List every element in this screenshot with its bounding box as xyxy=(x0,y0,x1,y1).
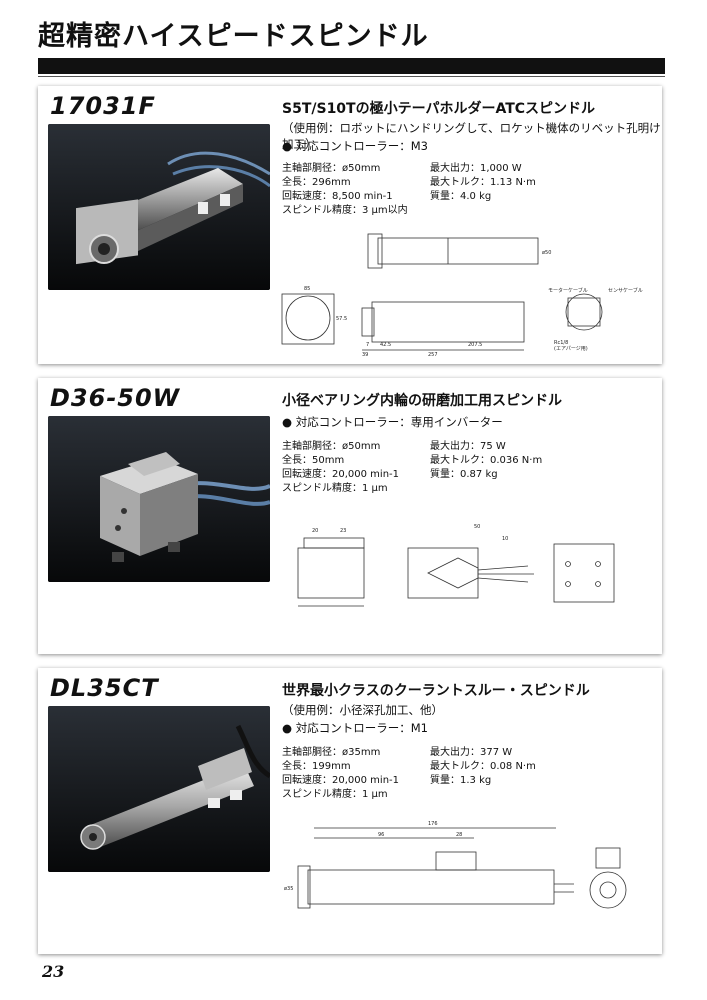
dim-label: ø35 xyxy=(284,886,293,892)
spec-item: 回転速度：8,500 min-1 xyxy=(282,191,393,202)
spec-list-right: 最大出力：1,000 W 最大トルク：1.13 N·m 質量：4.0 kg xyxy=(430,162,536,204)
spec-item: 全長：199mm xyxy=(282,761,351,772)
spec-item: 最大出力：377 W xyxy=(430,747,513,758)
product-photo xyxy=(48,124,270,290)
dim-label: センサケーブル xyxy=(608,287,643,294)
dim-label: 23 xyxy=(340,528,346,534)
dim-label: 28 xyxy=(456,832,462,838)
spec-item: 最大トルク：0.08 N·m xyxy=(430,761,536,772)
spec-item: 質量：1.3 kg xyxy=(430,775,492,786)
dimension-drawing: 85 57.5 ø50 7 42.5 207.5 39 257 モーターケーブル… xyxy=(281,233,643,358)
dim-label: 57.5 xyxy=(336,316,347,322)
spec-item: 主軸部胴径：ø35mm xyxy=(282,747,381,758)
model-number: D36-50W xyxy=(50,384,181,412)
title-bar-line xyxy=(38,76,665,77)
usage-example: （使用例：ロボットにハンドリングして、ロケット機体のリベット孔明け加工） xyxy=(282,121,661,151)
product-headline: S5T/S10Tの極小テーパホルダーATCスピンドル xyxy=(282,101,596,117)
spec-item: 回転速度：20,000 min-1 xyxy=(282,469,399,480)
spec-list-right: 最大出力：377 W 最大トルク：0.08 N·m 質量：1.3 kg xyxy=(430,746,536,788)
spec-item: 最大トルク：0.036 N·m xyxy=(430,455,543,466)
spec-item: 主軸部胴径：ø50mm xyxy=(282,441,381,452)
usage-example: （使用例：小径深孔加工、他） xyxy=(282,703,443,717)
product-card-dl35ct: DL35CT 世界最小クラスのクーラントスルー・スピンドル （使用例：小径深孔加… xyxy=(38,668,662,954)
title-bar xyxy=(38,58,665,74)
controller-compatibility: ● 対応コントローラー：M3 xyxy=(282,139,428,153)
spec-item: 最大出力：1,000 W xyxy=(430,163,522,174)
dim-label: 42.5 xyxy=(380,342,391,348)
spec-item: スピンドル精度：1 μm xyxy=(282,789,388,800)
dimension-drawing: 176 96 28 ø35 xyxy=(284,821,627,909)
dim-label: 85 xyxy=(304,286,310,292)
model-number: DL35CT xyxy=(50,674,159,702)
product-card-d36-50w: D36-50W 小径ベアリング内輪の研磨加工用スピンドル ● 対応コントローラー… xyxy=(38,378,662,654)
product-photo xyxy=(48,416,270,582)
dim-label: 176 xyxy=(428,821,438,827)
spec-item: 質量：0.87 kg xyxy=(430,469,498,480)
spec-item: 回転速度：20,000 min-1 xyxy=(282,775,399,786)
spec-item: 質量：4.0 kg xyxy=(430,191,492,202)
product-photo xyxy=(48,706,270,872)
page-title: 超精密ハイスピードスピンドル xyxy=(38,21,429,52)
page-number: 23 xyxy=(42,962,65,981)
spec-item: スピンドル精度：1 μm xyxy=(282,483,388,494)
dim-label: 50 xyxy=(474,524,480,530)
controller-compatibility: ● 対応コントローラー：専用インバーター xyxy=(282,415,503,429)
spec-item: 全長：50mm xyxy=(282,455,345,466)
dim-label: Rc1/8 xyxy=(554,340,568,346)
dim-label: 7 xyxy=(366,342,369,348)
spec-list-left: 主軸部胴径：ø50mm 全長：50mm 回転速度：20,000 min-1 スピ… xyxy=(282,440,399,496)
dim-label: (エアパージ用) xyxy=(554,346,588,352)
spec-item: スピンドル精度：3 μm以内 xyxy=(282,205,408,216)
product-headline: 小径ベアリング内輪の研磨加工用スピンドル xyxy=(282,393,562,409)
spec-list-right: 最大出力：75 W 最大トルク：0.036 N·m 質量：0.87 kg xyxy=(430,440,542,482)
dim-label: ø50 xyxy=(542,250,551,256)
dim-label: 207.5 xyxy=(468,342,482,348)
dim-label: 20 xyxy=(312,528,318,534)
spec-list-left: 主軸部胴径：ø35mm 全長：199mm 回転速度：20,000 min-1 ス… xyxy=(282,746,399,802)
spec-item: 主軸部胴径：ø50mm xyxy=(282,163,381,174)
model-number: 17031F xyxy=(50,92,156,120)
dim-label: 96 xyxy=(378,832,384,838)
spec-item: 全長：296mm xyxy=(282,177,351,188)
dimension-drawing: 20 23 50 10 xyxy=(297,524,615,607)
product-card-17031f: 17031F S5T/S10Tの極小テーパホルダーATCスピンドル （使用例 xyxy=(38,86,662,364)
spec-list-left: 主軸部胴径：ø50mm 全長：296mm 回転速度：8,500 min-1 スピ… xyxy=(282,162,408,218)
product-headline: 世界最小クラスのクーラントスルー・スピンドル xyxy=(282,683,590,699)
spec-item: 最大出力：75 W xyxy=(430,441,506,452)
dim-label: 39 xyxy=(362,352,368,358)
dim-label: 10 xyxy=(502,536,508,542)
dim-label: 257 xyxy=(428,352,438,358)
spec-item: 最大トルク：1.13 N·m xyxy=(430,177,536,188)
dim-label: モーターケーブル xyxy=(548,287,588,294)
controller-compatibility: ● 対応コントローラー：M1 xyxy=(282,721,428,735)
